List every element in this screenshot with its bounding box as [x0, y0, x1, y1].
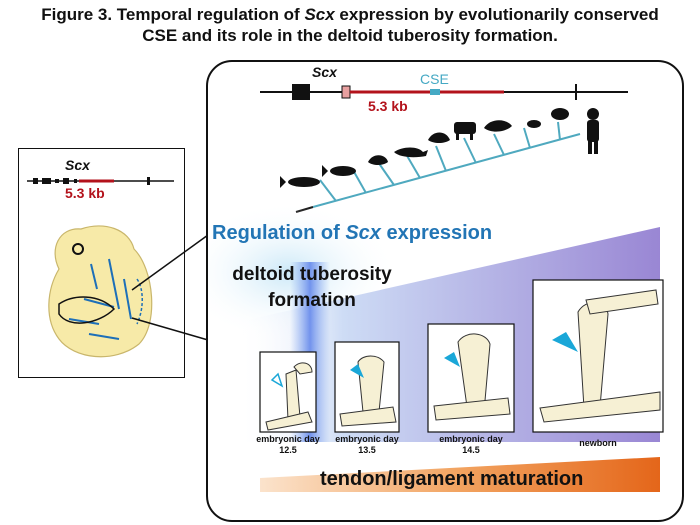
- arrow-newborn: [552, 332, 578, 352]
- embryo-panel: Scx 5.3 kb: [18, 148, 185, 378]
- stage-4-line1: newborn: [579, 438, 617, 448]
- deltoid-label-line2: formation: [268, 290, 356, 311]
- bone-drawings: [265, 289, 661, 431]
- stage-label-4: newborn: [558, 438, 638, 449]
- scx-exon-2: [341, 85, 351, 99]
- embryo-expression-marks: [68, 258, 132, 340]
- tendon-maturation-bar: [260, 457, 660, 492]
- stage-1-line2: 12.5: [279, 445, 297, 455]
- deltoid-label-line1: deltoid tuberosity: [232, 264, 392, 285]
- embryo-gene-label: Scx: [65, 157, 90, 173]
- tuberosity-arrows: [270, 332, 578, 388]
- embryo-svg: [27, 177, 174, 358]
- exon-mark: [55, 179, 59, 183]
- figure-title-line1: Figure 3. Temporal regulation of Scx exp…: [0, 4, 700, 25]
- stage-3-line2: 14.5: [462, 445, 480, 455]
- cse-label: CSE: [420, 71, 449, 87]
- species-silhouettes: [280, 108, 599, 188]
- title-prefix: Figure 3. Temporal regulation of: [41, 5, 305, 24]
- human-head: [587, 108, 599, 120]
- frog-silhouette: [368, 155, 388, 165]
- exon-mark: [74, 179, 77, 183]
- main-panel-svg: [208, 84, 664, 492]
- embryo-region-label: 5.3 kb: [65, 185, 105, 201]
- mouse-silhouette: [527, 120, 541, 128]
- scx-gene-label: Scx: [312, 64, 337, 80]
- callout-line-top: [131, 234, 209, 291]
- title-gene: Scx: [304, 5, 335, 24]
- regulation-title-prefix: Regulation of: [212, 222, 346, 244]
- stage-label-3: embryonic day 14.5: [431, 434, 511, 456]
- deltoid-label: deltoid tuberosity formation: [232, 262, 392, 314]
- main-panel: Scx CSE 5.3 kb Regulation of Scx express…: [206, 60, 684, 522]
- embryo-eye: [72, 243, 84, 255]
- dolphin-silhouette: [484, 120, 512, 132]
- cow-silhouette: [454, 122, 476, 134]
- exon-mark: [33, 178, 38, 184]
- arrow-e13-5: [350, 364, 364, 378]
- exon-mark: [147, 177, 150, 185]
- bird-silhouette: [428, 132, 450, 143]
- figure-title: Figure 3. Temporal regulation of Scx exp…: [0, 4, 700, 46]
- stage-1-line1: embryonic day: [256, 434, 320, 444]
- stage-label-1: embryonic day 12.5: [248, 434, 328, 456]
- lizard-silhouette: [394, 147, 428, 158]
- stage-3-line1: embryonic day: [439, 434, 503, 444]
- exon-mark: [63, 178, 69, 184]
- regulation-title-gene: Scx: [345, 222, 381, 244]
- rat-silhouette: [551, 108, 569, 120]
- fish-silhouette: [288, 177, 320, 187]
- arrow-e12-5: [270, 372, 284, 388]
- regulation-title-suffix: expression: [380, 222, 493, 244]
- stage-label-2: embryonic day 13.5: [327, 434, 407, 456]
- callout-line-bottom: [131, 317, 209, 341]
- embryo-body: [48, 225, 153, 358]
- scx-exon-1: [292, 84, 310, 100]
- tree-branches: [319, 121, 561, 202]
- regulation-title: Regulation of Scx expression: [212, 222, 492, 245]
- region-length-label: 5.3 kb: [368, 98, 408, 114]
- coelacanth-silhouette: [330, 166, 356, 176]
- arrow-e14-5: [444, 352, 460, 367]
- stage-2-line1: embryonic day: [335, 434, 399, 444]
- cse-element: [430, 89, 440, 95]
- tendon-maturation-label: tendon/ligament maturation: [320, 468, 584, 490]
- title-suffix: expression by evolutionarily conserved: [334, 5, 659, 24]
- exon-mark: [42, 178, 51, 184]
- figure-title-line2: CSE and its role in the deltoid tuberosi…: [142, 26, 558, 45]
- human-body: [587, 120, 599, 142]
- stage-2-line2: 13.5: [358, 445, 376, 455]
- embryo-limb-outline: [58, 296, 116, 324]
